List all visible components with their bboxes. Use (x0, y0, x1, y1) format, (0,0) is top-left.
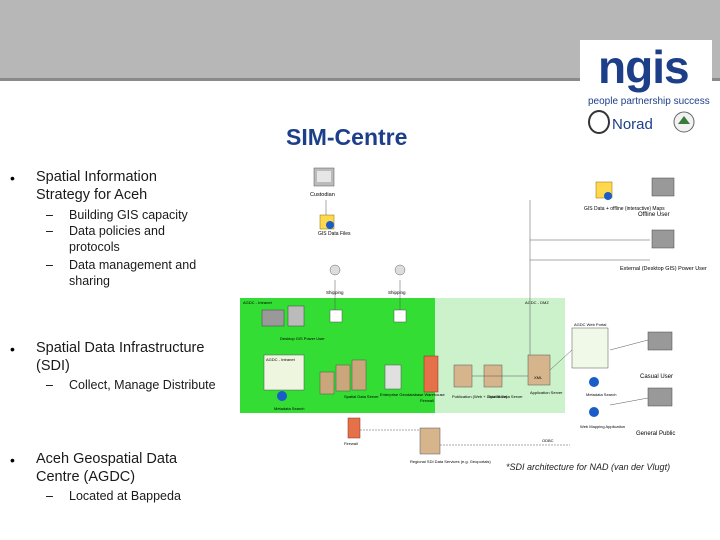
svg-text:Metadata Search: Metadata Search (586, 392, 616, 397)
bullet-dot: • (10, 170, 15, 186)
slide-title: SIM-Centre (286, 124, 408, 150)
logo-tagline: people partnership success (588, 96, 710, 107)
logo-panel (580, 40, 712, 106)
general-public-node: General Public (636, 387, 675, 437)
bullet-dot: • (10, 452, 15, 468)
globe-icon (588, 110, 610, 134)
sub-bullet: Data policies and (69, 224, 165, 238)
sub-bullet: protocols (69, 240, 120, 254)
regional-sdi-node: Regional SDI Data Services (e.g. Geoport… (410, 427, 491, 464)
svg-text:Metadata Search: Metadata Search (274, 406, 304, 411)
custodian-node: Custodian (310, 167, 335, 198)
bullet-3-line2: Centre (AGDC) (36, 469, 136, 485)
desktop-gis-node: Desktop GIS Power User (261, 305, 325, 341)
norad-emblem-icon (673, 111, 695, 133)
offline-user-node: Offline User (638, 177, 675, 218)
svg-text:GIS Data Files: GIS Data Files (318, 231, 351, 237)
svg-text:Spatial Data Server: Spatial Data Server (488, 394, 523, 399)
svg-text:Custodian: Custodian (310, 192, 335, 198)
svg-text:AGDC - DMZ: AGDC - DMZ (525, 300, 549, 305)
norad-logo: Norad (612, 116, 653, 133)
svg-text:Shipping: Shipping (388, 290, 406, 295)
bullet-dot: • (10, 341, 15, 357)
svg-text:XML: XML (534, 375, 543, 380)
sub-bullet: Building GIS capacity (69, 208, 188, 222)
svg-text:Spatial Data Server: Spatial Data Server (344, 394, 379, 399)
svg-text:Desktop GIS Power User: Desktop GIS Power User (280, 336, 325, 341)
ngis-logo: ngis (598, 41, 690, 93)
sub-bullet: sharing (69, 274, 110, 288)
svg-text:Offline User: Offline User (638, 212, 670, 218)
svg-text:AGDC Web Portal: AGDC Web Portal (574, 322, 606, 327)
svg-text:AGDC - Intranet: AGDC - Intranet (243, 300, 273, 305)
web-portal-node: AGDC Web Portal Metadata Search Web Mapp… (571, 322, 625, 429)
diagram-caption: *SDI architecture for NAD (van der Vlugt… (506, 462, 671, 472)
svg-text:Publication (Web + Data Store): Publication (Web + Data Store) (452, 394, 508, 399)
shipping-node-2: Shipping (388, 264, 406, 295)
spatial-data-server-1: Spatial Data Server (319, 359, 379, 399)
svg-text:Casual User: Casual User (640, 374, 673, 380)
sub-bullet: Data management and (69, 258, 197, 272)
svg-text:ODBC: ODBC (542, 438, 554, 443)
sub-bullet: Located at Bappeda (69, 489, 181, 503)
svg-text:Application Server: Application Server (530, 390, 563, 395)
casual-user-node: Casual User (640, 331, 673, 380)
bullet-1-line2: Strategy for Aceh (36, 187, 148, 203)
external-user-node: External (Desktop GIS) Power User (620, 229, 707, 272)
header-divider (0, 78, 720, 81)
svg-text:Regional SDI Data Services (e.: Regional SDI Data Services (e.g. Geoport… (410, 459, 491, 464)
gis-data-offline-node: GIS Data + offline (interactive) Maps (584, 181, 665, 212)
svg-text:Firewall: Firewall (420, 398, 434, 403)
svg-text:GIS Data + offline (interactiv: GIS Data + offline (interactive) Maps (584, 206, 665, 212)
bullet-1-line1: Spatial Information (36, 169, 157, 185)
bullet-list: • Spatial Information Strategy for Aceh … (10, 169, 216, 503)
sub-bullet: Collect, Manage Distribute (69, 378, 216, 392)
firewall-1-node: Firewall (420, 355, 439, 403)
intranet-portal-node: AGDC - Intranet Metadata Search (263, 354, 304, 411)
bullet-2-line2: (SDI) (36, 358, 70, 374)
svg-text:Enterprise Geodatabase Warehou: Enterprise Geodatabase Warehouse (380, 392, 446, 397)
svg-text:Web Mapping Application: Web Mapping Application (580, 424, 625, 429)
bullet-3-line1: Aceh Geospatial Data (36, 451, 178, 467)
bullet-2-line1: Spatial Data Infrastructure (36, 340, 205, 356)
svg-text:External (Desktop GIS) Power U: External (Desktop GIS) Power User (620, 266, 707, 272)
gis-data-files-node: GIS Data Files (318, 214, 351, 237)
sdi-architecture-diagram: AGDC - Intranet AGDC - DMZ Custodian GIS… (240, 167, 707, 464)
svg-text:AGDC - Intranet: AGDC - Intranet (266, 357, 296, 362)
warehouse-node: Enterprise Geodatabase Warehouse (380, 364, 446, 397)
firewall-2-node: Firewall (344, 417, 361, 446)
svg-text:Firewall: Firewall (344, 441, 358, 446)
svg-text:General Public: General Public (636, 431, 675, 437)
